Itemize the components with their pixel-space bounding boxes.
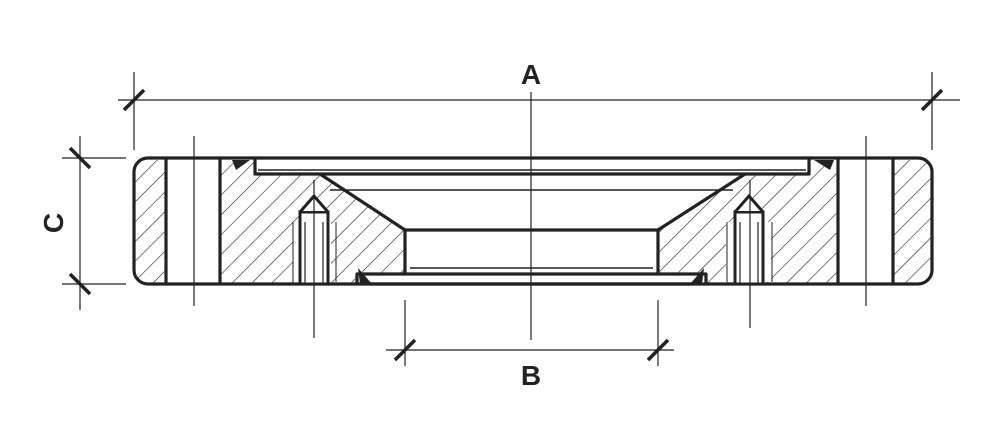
seal-grooves [232, 160, 834, 284]
section-hatching [134, 160, 932, 284]
dimension-b [386, 300, 674, 366]
right-threaded-hole [726, 193, 773, 286]
center-lines [193, 92, 867, 340]
dimension-a [118, 72, 960, 150]
dimension-c-label: C [38, 213, 69, 233]
dimension-a-label: A [521, 59, 541, 90]
dimension-c [62, 136, 126, 310]
dimension-b-label: B [521, 360, 541, 391]
